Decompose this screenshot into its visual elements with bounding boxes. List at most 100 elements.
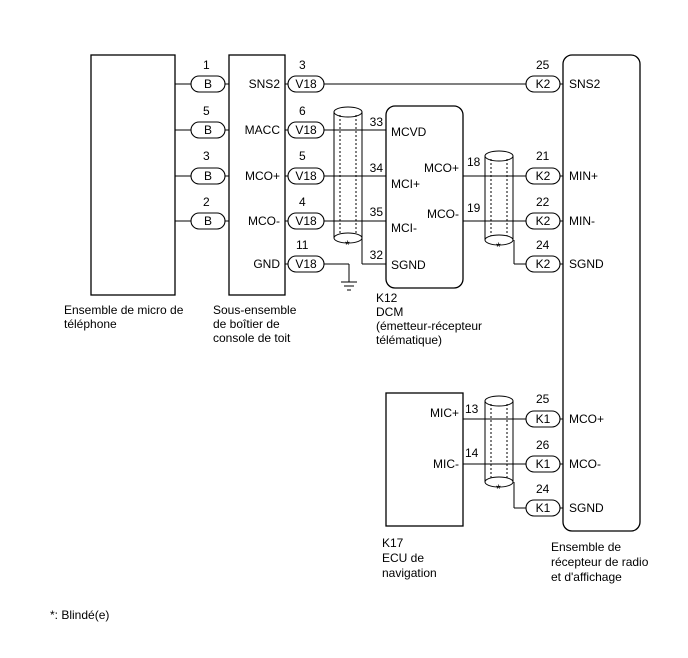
pin-number: 22 — [536, 195, 550, 209]
pin-number: 6 — [299, 104, 306, 118]
shield-marker: * — [496, 240, 501, 254]
dcm-signal-sgnd: SGND — [391, 258, 426, 272]
radio-terminal-sgnd-k1: 24 K1 SGND — [525, 482, 604, 517]
navigation-ecu-label: K17 ECU de navigation — [382, 536, 437, 580]
signal-label: MACC — [245, 123, 281, 137]
svg-text:Ensemble de: Ensemble de — [551, 540, 621, 554]
overhead-console-label: Sous-ensemble de boîtier de console de t… — [213, 303, 297, 345]
dcm-signal-mcvd: MCVD — [391, 125, 427, 139]
navigation-ecu-box — [385, 392, 464, 527]
dcm-signal-mco-minus: MCO- — [427, 207, 459, 221]
dcm-pin-19: 19 — [467, 201, 481, 215]
svg-text:télématique): télématique) — [376, 333, 442, 347]
dcm-pin-18: 18 — [467, 155, 481, 169]
mic-connector-4: 2 B — [190, 195, 226, 230]
signal-label: MIN- — [569, 214, 595, 228]
radio-terminal-min-plus: 21 K2 MIN+ — [525, 149, 598, 185]
signal-label: MCO+ — [245, 169, 280, 183]
pin-number: 5 — [203, 104, 210, 118]
dcm-pin-34: 34 — [370, 161, 384, 175]
dcm-pin-33: 33 — [370, 115, 384, 129]
radio-terminal-mco-plus: 25 K1 MCO+ — [525, 392, 604, 428]
mic-wires — [175, 83, 229, 222]
connector-id: K2 — [536, 77, 551, 91]
pin-number: 2 — [203, 195, 210, 209]
nav-pin-13: 13 — [465, 402, 479, 416]
signal-label: SGND — [569, 257, 604, 271]
overhead-terminal-gnd: GND 11 V18 — [253, 238, 325, 273]
nav-signal-mic-plus: MIC+ — [430, 406, 459, 420]
svg-text:K12: K12 — [376, 291, 398, 305]
signal-label: MIN+ — [569, 169, 598, 183]
mic-connector-3: 3 B — [190, 149, 226, 185]
svg-text:navigation: navigation — [382, 566, 437, 580]
pin-number: 25 — [536, 392, 550, 406]
dcm-signal-mco-plus: MCO+ — [424, 161, 459, 175]
shield-marker: * — [496, 482, 501, 496]
radio-display-box — [562, 54, 641, 532]
shield-nav-radio — [484, 395, 514, 488]
signal-label: MCO- — [248, 214, 280, 228]
dcm-pin-35: 35 — [370, 205, 384, 219]
svg-text:(émetteur-récepteur: (émetteur-récepteur — [376, 319, 482, 333]
connector-id: V18 — [295, 77, 317, 91]
connector-id: B — [204, 169, 212, 183]
connector-id: B — [204, 77, 212, 91]
signal-label: GND — [253, 257, 280, 271]
shield-dcm-radio — [484, 150, 514, 246]
svg-text:Sous-ensemble: Sous-ensemble — [213, 303, 297, 317]
connector-id: K1 — [536, 457, 551, 471]
connector-id: K1 — [536, 501, 551, 515]
dcm-label: K12 DCM (émetteur-récepteur télématique) — [376, 291, 482, 347]
mic-assembly-label: Ensemble de micro de téléphone — [64, 303, 184, 331]
radio-terminal-min-minus: 22 K2 MIN- — [525, 195, 595, 230]
overhead-terminal-sns2: SNS2 3 V18 — [249, 58, 325, 93]
nav-pin-14: 14 — [465, 446, 479, 460]
pin-number: 4 — [299, 195, 306, 209]
connector-id: K2 — [536, 214, 551, 228]
radio-terminal-sgnd-k2: 24 K2 SGND — [525, 238, 604, 273]
mic-connector-1: 1 B — [190, 58, 226, 93]
pin-number: 24 — [536, 482, 550, 496]
connector-id: V18 — [295, 169, 317, 183]
overhead-terminal-mco-minus: MCO- 4 V18 — [248, 195, 325, 230]
overhead-terminal-macc: MACC 6 V18 — [245, 104, 325, 139]
svg-text:téléphone: téléphone — [64, 317, 117, 331]
signal-label: SNS2 — [569, 77, 601, 91]
connector-id: V18 — [295, 257, 317, 271]
dcm-signal-mci-minus: MCI- — [391, 221, 417, 235]
footnote: *: Blindé(e) — [50, 608, 109, 622]
signal-label: SGND — [569, 501, 604, 515]
connector-id: V18 — [295, 214, 317, 228]
radio-terminal-sns2: 25 K2 SNS2 — [525, 58, 601, 93]
connector-id: K2 — [536, 169, 551, 183]
svg-text:récepteur de radio: récepteur de radio — [551, 555, 649, 569]
mic-connector-2: 5 B — [190, 104, 226, 139]
pin-number: 3 — [299, 58, 306, 72]
nav-signal-mic-minus: MIC- — [433, 457, 459, 471]
connector-id: K2 — [536, 257, 551, 271]
overhead-console-box — [228, 54, 286, 296]
pin-number: 3 — [203, 149, 210, 163]
dcm-box — [385, 105, 464, 289]
pin-number: 5 — [299, 149, 306, 163]
svg-text:de boîtier de: de boîtier de — [213, 317, 280, 331]
shield-marker: * — [345, 238, 350, 252]
signal-label: SNS2 — [249, 77, 281, 91]
connector-id: K1 — [536, 412, 551, 426]
mic-assembly-box — [90, 54, 176, 296]
pin-number: 21 — [536, 149, 550, 163]
dcm-pin-32: 32 — [370, 248, 384, 262]
radio-terminal-mco-minus: 26 K1 MCO- — [525, 438, 601, 473]
svg-text:Ensemble de micro de: Ensemble de micro de — [64, 303, 184, 317]
svg-text:K17: K17 — [382, 536, 404, 550]
svg-text:ECU de: ECU de — [382, 551, 424, 565]
dcm-signal-mci-plus: MCI+ — [391, 177, 420, 191]
pin-number: 24 — [536, 238, 550, 252]
svg-text:et d'affichage: et d'affichage — [551, 570, 622, 584]
radio-display-label: Ensemble de récepteur de radio et d'affi… — [551, 540, 649, 584]
svg-text:DCM: DCM — [376, 305, 403, 319]
shield-overhead-dcm — [333, 106, 363, 244]
connector-id: B — [204, 214, 212, 228]
